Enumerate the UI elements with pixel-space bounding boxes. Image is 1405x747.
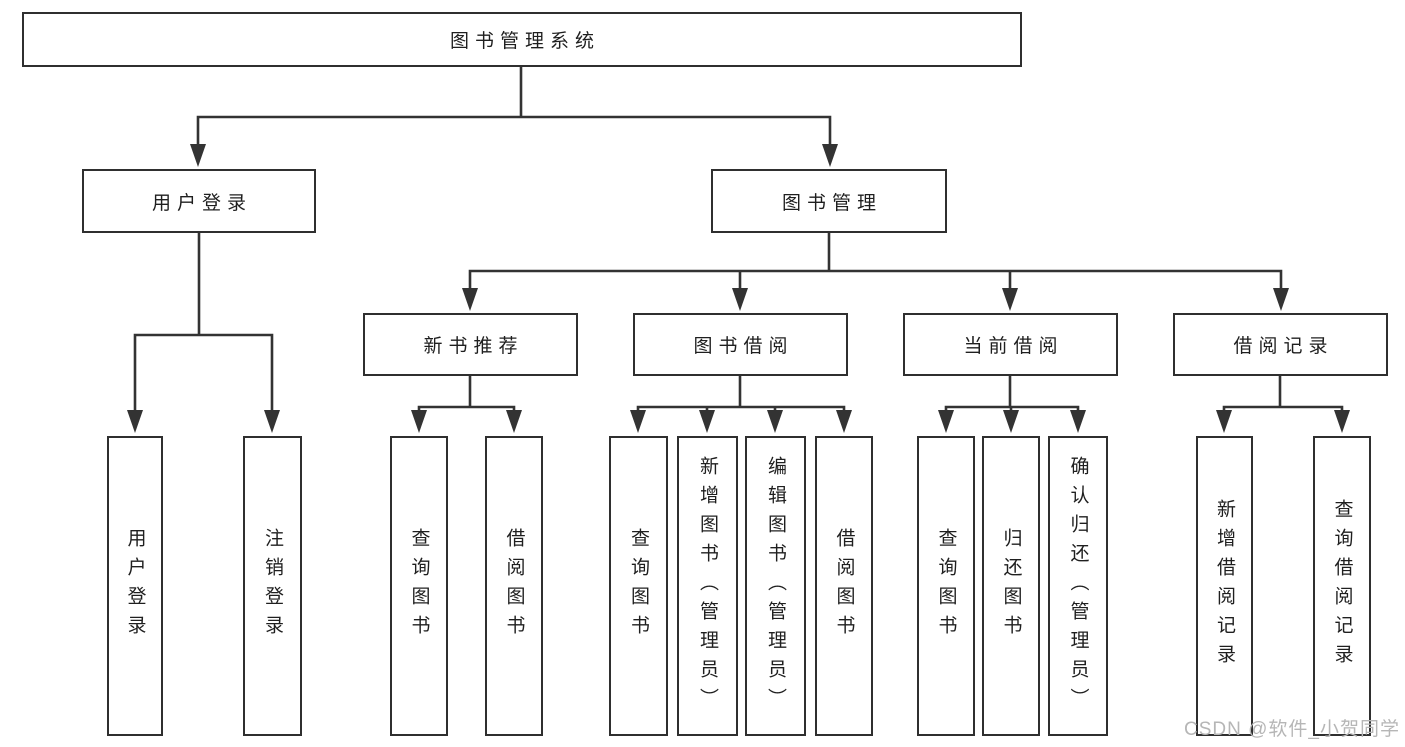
- node-book-management: 图书管理: [711, 169, 947, 233]
- leaf-label: 查询借阅记录: [1331, 499, 1353, 673]
- leaf-search-borrow-record: 查询借阅记录: [1313, 436, 1371, 736]
- node-label: 图书管理系统: [449, 31, 600, 52]
- leaf-label: 编辑图书（管理员）: [765, 455, 786, 717]
- leaf-label: 新增图书（管理员）: [697, 455, 718, 717]
- node-borrow-records: 借阅记录: [1173, 313, 1388, 376]
- leaf-search-books-borrowing: 查询图书: [609, 436, 668, 736]
- leaf-label: 查询图书: [935, 528, 957, 644]
- node-new-book-recommend: 新书推荐: [363, 313, 578, 376]
- leaf-label: 新增借阅记录: [1214, 499, 1235, 673]
- leaf-return-books: 归还图书: [982, 436, 1040, 736]
- node-library-system: 图书管理系统: [22, 12, 1022, 67]
- leaf-label: 查询图书: [628, 528, 649, 644]
- arrowhead-icons: [127, 144, 1350, 433]
- node-book-borrowing: 图书借阅: [633, 313, 848, 376]
- node-label: 借阅记录: [1233, 336, 1334, 357]
- leaf-label: 用户登录: [124, 528, 146, 644]
- leaf-borrow-books-recommend: 借阅图书: [485, 436, 543, 736]
- leaf-logout: 注销登录: [243, 436, 302, 736]
- csdn-watermark: CSDN @软件_小贺同学: [1184, 719, 1400, 740]
- leaf-label: 查询图书: [408, 528, 430, 644]
- leaf-borrow-books: 借阅图书: [815, 436, 873, 736]
- leaf-label: 归还图书: [1000, 528, 1022, 644]
- leaf-label: 注销登录: [262, 528, 283, 644]
- node-label: 新书推荐: [423, 336, 524, 357]
- leaf-label: 借阅图书: [503, 528, 525, 644]
- leaf-search-books-recommend: 查询图书: [390, 436, 448, 736]
- node-label: 图书管理: [781, 192, 882, 214]
- leaf-add-books-admin: 新增图书（管理员）: [677, 436, 738, 736]
- leaf-confirm-return-admin: 确认归还（管理员）: [1048, 436, 1108, 736]
- node-label: 图书借阅: [693, 336, 794, 357]
- node-user-login: 用户登录: [82, 169, 316, 233]
- node-current-borrowing: 当前借阅: [903, 313, 1118, 376]
- leaf-edit-books-admin: 编辑图书（管理员）: [745, 436, 806, 736]
- node-label: 用户登录: [151, 192, 252, 214]
- leaf-label: 借阅图书: [833, 528, 855, 644]
- leaf-search-books-current: 查询图书: [917, 436, 975, 736]
- leaf-add-borrow-record: 新增借阅记录: [1196, 436, 1253, 736]
- leaf-label: 确认归还（管理员）: [1067, 455, 1089, 717]
- leaf-user-login: 用户登录: [107, 436, 163, 736]
- node-label: 当前借阅: [963, 336, 1064, 357]
